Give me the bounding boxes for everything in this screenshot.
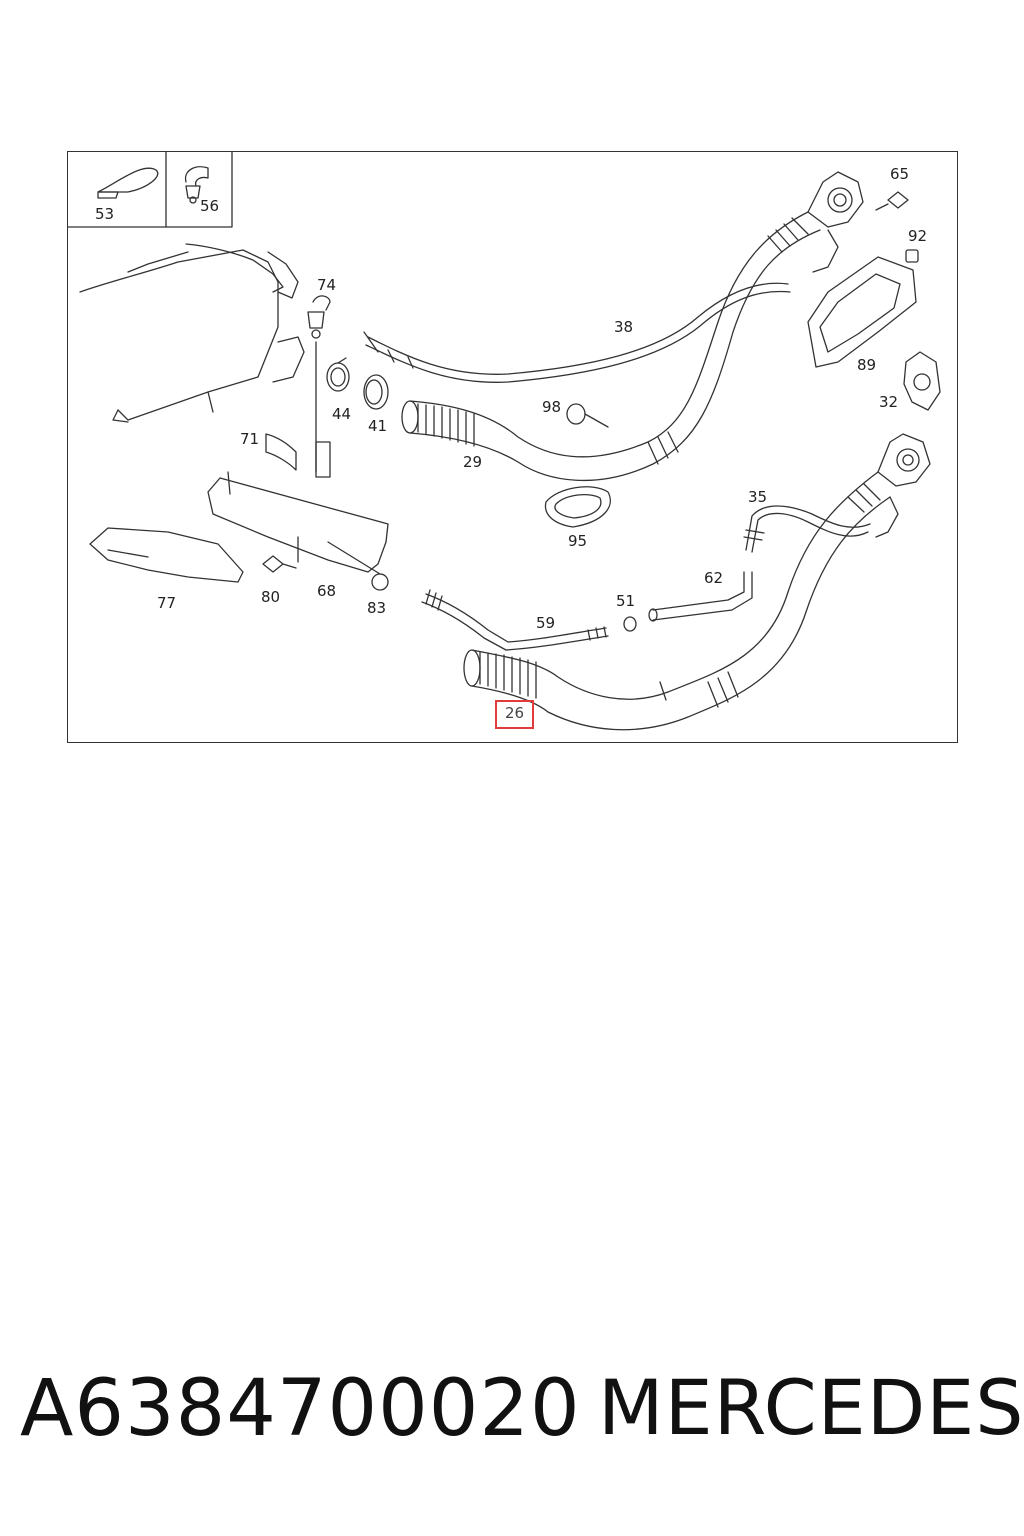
vent-hose-lower [743, 505, 871, 553]
screw-icon [875, 191, 909, 211]
filler-pipe-lower [463, 471, 891, 731]
support-frame-icon [207, 441, 389, 573]
filler-neck-lower [875, 433, 931, 538]
filler-neck-upper [807, 171, 864, 273]
hose-59-icon [421, 589, 609, 651]
callout-56: 56 [200, 197, 220, 215]
seal-plate-icon [903, 351, 941, 411]
bracket-71-icon [265, 433, 297, 471]
nut-83-icon [327, 541, 389, 591]
callout-51: 51 [616, 592, 636, 610]
callout-83: 83 [367, 599, 387, 617]
callout-44: 44 [332, 405, 352, 423]
oval-grommet-icon [544, 486, 611, 528]
filler-housing-icon [807, 256, 917, 368]
parts-diagram: 53 56 65 92 74 38 89 44 41 98 32 71 29 3… [67, 151, 958, 743]
callout-65: 65 [890, 165, 910, 183]
part-number: A6384700020 [20, 1364, 581, 1454]
vent-hose-upper [363, 282, 791, 383]
callout-41: 41 [368, 417, 388, 435]
callout-98: 98 [542, 398, 562, 416]
filler-pipe-upper [401, 211, 821, 482]
callout-32: 32 [879, 393, 899, 411]
callout-38: 38 [614, 318, 634, 336]
grommet-icon [566, 403, 609, 428]
nut-icon [905, 249, 919, 263]
hose-clamp-icon [326, 357, 350, 392]
inset-boxes [68, 152, 233, 228]
callout-29: 29 [463, 453, 483, 471]
callout-53: 53 [95, 205, 115, 223]
parts-diagram-drawing [68, 152, 941, 731]
pad-icon [89, 527, 244, 583]
clip-74-icon [307, 295, 331, 473]
bolt-icon [262, 555, 297, 573]
cable-tie-icon [97, 167, 159, 199]
brand-name: MERCEDES [598, 1363, 1024, 1452]
pipe-62-icon [648, 571, 753, 622]
callout-59: 59 [536, 614, 556, 632]
callout-62: 62 [704, 569, 724, 587]
callout-74: 74 [317, 276, 337, 294]
callout-77: 77 [157, 594, 177, 612]
callout-68: 68 [317, 582, 337, 600]
callout-26-highlighted: 26 [495, 700, 535, 729]
clip-51-icon [623, 616, 637, 632]
seal-ring-icon [363, 374, 389, 410]
callout-80: 80 [261, 588, 281, 606]
footer: A6384700020 MERCEDES [0, 1370, 1024, 1470]
callout-71: 71 [240, 430, 260, 448]
callout-35: 35 [748, 488, 768, 506]
callout-89: 89 [857, 356, 877, 374]
tank-outline [79, 243, 305, 423]
clip-icon [184, 166, 209, 204]
callout-92: 92 [908, 227, 928, 245]
callout-95: 95 [568, 532, 588, 550]
